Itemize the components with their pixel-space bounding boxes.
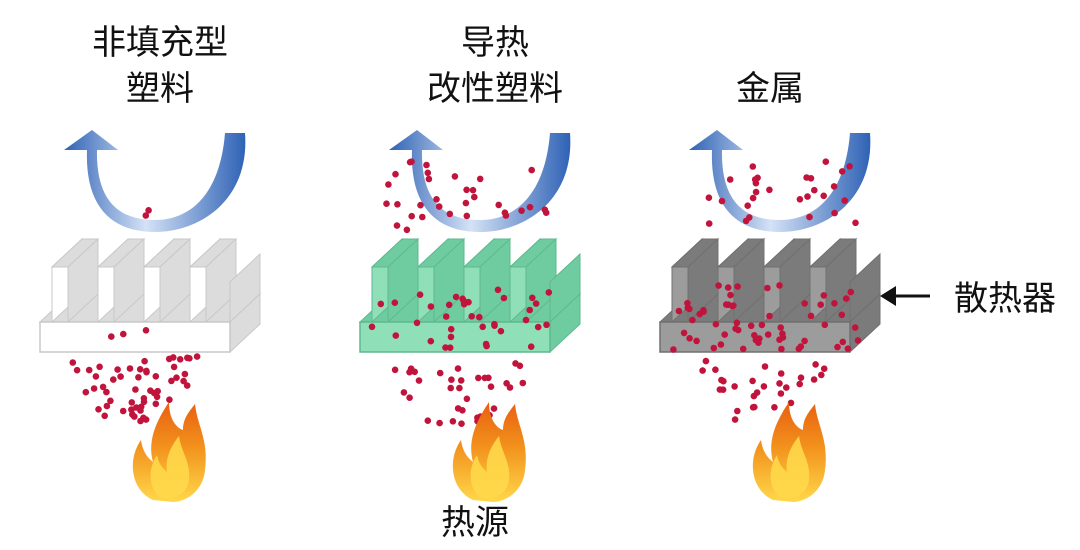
panel-3-title: 金属 <box>690 66 850 112</box>
panel-1-title-line1: 非填充型 <box>92 23 228 63</box>
heat-flow-arrow-3-icon <box>689 130 871 232</box>
panel-2-title-line1: 导热 <box>461 23 529 63</box>
heat-flow-arrow-1-icon <box>64 130 246 232</box>
heatsink-label: 散热器 <box>954 279 1056 319</box>
panel-2-title: 导热 改性塑料 <box>385 20 605 112</box>
panel-1-title: 非填充型 塑料 <box>60 20 260 112</box>
heatsink-conductive-plastic <box>358 237 582 354</box>
flame-3-icon <box>752 402 826 502</box>
panel-1-title-line2: 塑料 <box>126 69 194 109</box>
heatsink-pointer-icon <box>880 286 930 306</box>
panel-3-title-line1: 金属 <box>736 69 804 109</box>
heat-particles <box>69 158 862 428</box>
heatsink-plastic <box>38 237 262 354</box>
flame-1-icon <box>132 402 206 502</box>
flame-2-icon <box>452 402 526 502</box>
heat-flow-arrow-2-icon <box>389 130 571 232</box>
panel-2-title-line2: 改性塑料 <box>427 69 563 109</box>
heat-source-label: 热源 <box>441 503 509 543</box>
